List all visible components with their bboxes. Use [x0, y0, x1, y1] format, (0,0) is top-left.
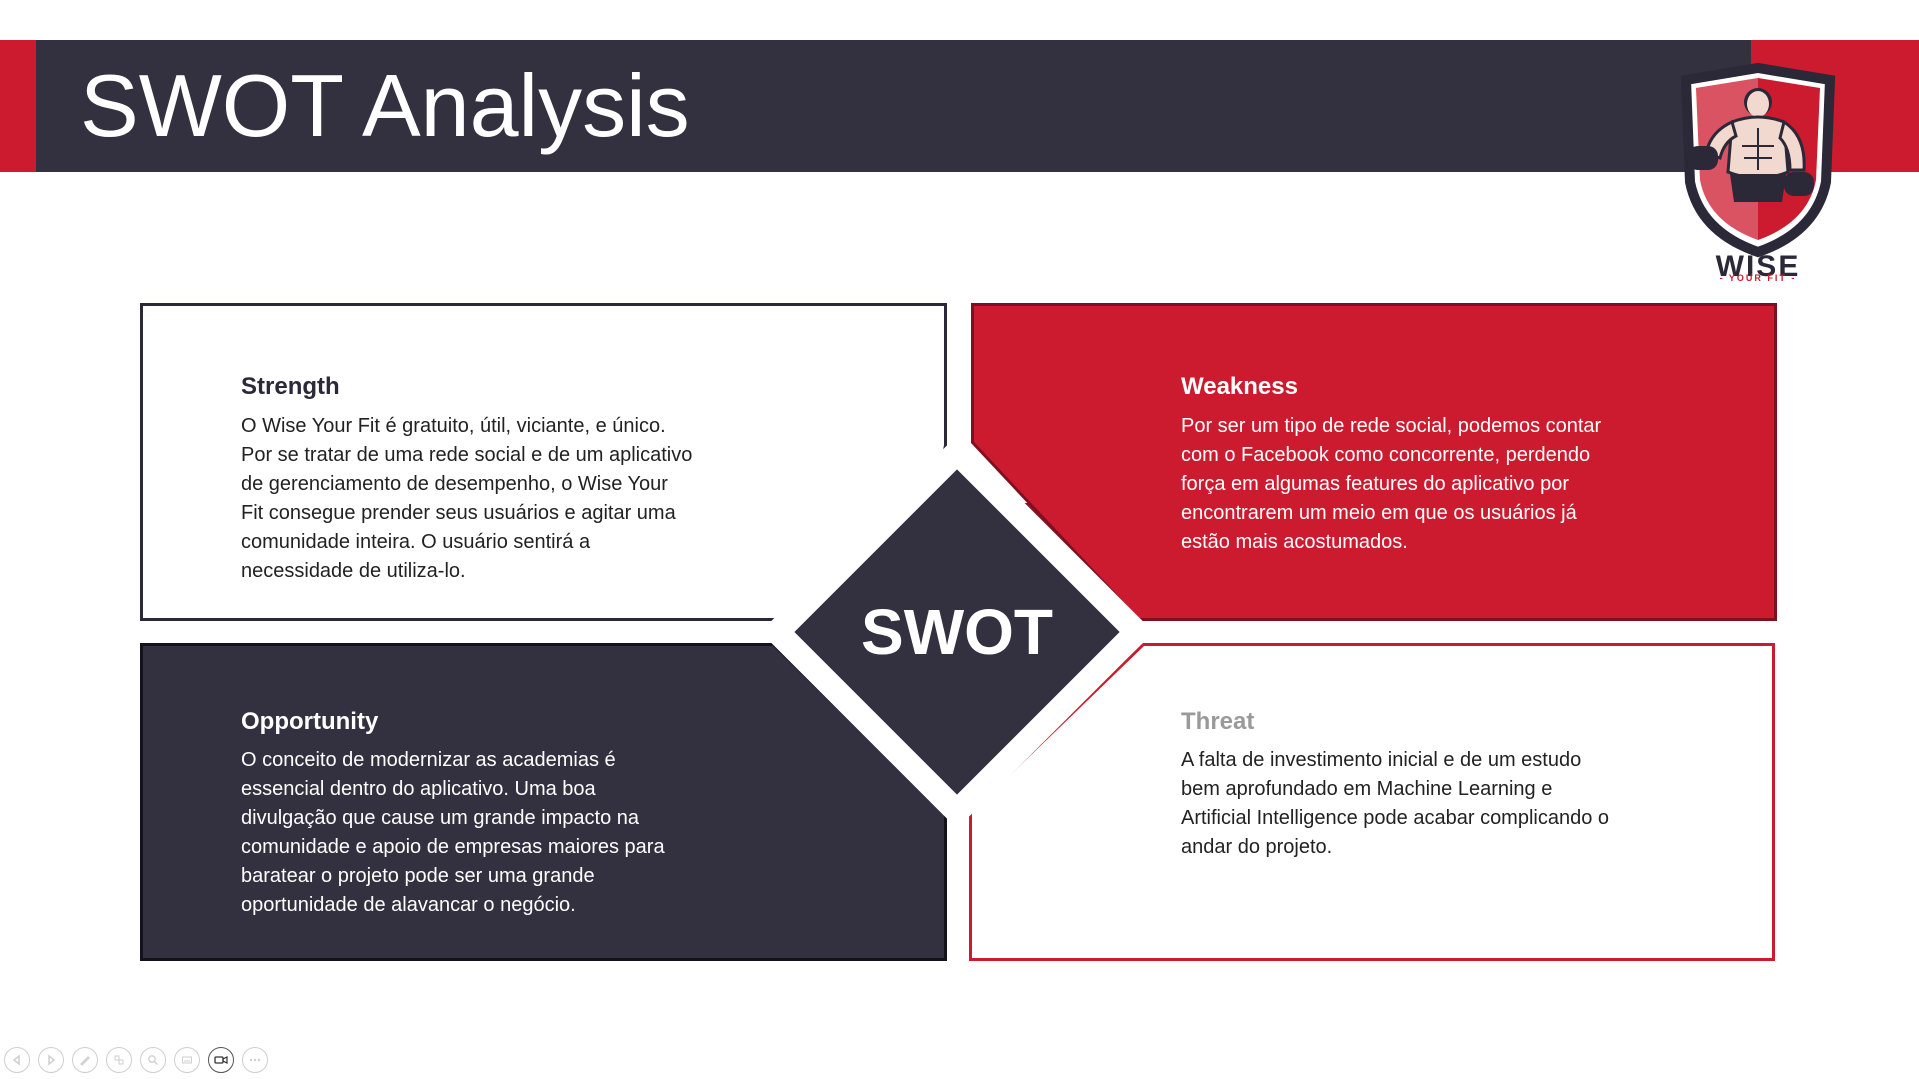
presenter-toolbar: [4, 1047, 268, 1077]
wise-your-fit-logo: WISE - YOUR FIT -: [1666, 62, 1850, 288]
threat-title: Threat: [1181, 708, 1255, 735]
banner-accent-left: [0, 40, 36, 172]
strength-title: Strength: [241, 373, 340, 400]
strength-box: [140, 303, 947, 621]
swot-center-label: SWOT: [861, 596, 1053, 668]
weakness-title: Weakness: [1181, 373, 1298, 400]
weakness-body: Por ser um tipo de rede social, podemos …: [1181, 415, 1602, 553]
previous-icon[interactable]: [4, 1047, 30, 1073]
opportunity-box: [140, 643, 947, 961]
more-icon[interactable]: [242, 1047, 268, 1073]
subtitles-icon[interactable]: [174, 1047, 200, 1073]
title-banner: [36, 40, 1751, 172]
opportunity-body: O conceito de modernizar as academias é …: [241, 749, 665, 916]
next-icon[interactable]: [38, 1047, 64, 1073]
strength-body: O Wise Your Fit é gratuito, útil, vician…: [241, 415, 693, 582]
threat-body: A falta de investimento inicial e de um …: [1181, 749, 1610, 858]
pen-icon[interactable]: [72, 1047, 98, 1073]
bodybuilder-shield-icon: [1680, 62, 1836, 258]
logo-brand: WISE: [1715, 250, 1801, 283]
slides-icon[interactable]: [106, 1047, 132, 1073]
slide-title: SWOT Analysis: [80, 56, 690, 155]
threat-box: [969, 643, 1775, 961]
logo-tagline: - YOUR FIT -: [1719, 273, 1797, 283]
opportunity-title: Opportunity: [241, 708, 379, 735]
camera-icon[interactable]: [208, 1047, 234, 1073]
zoom-icon[interactable]: [140, 1047, 166, 1073]
weakness-box: [971, 303, 1777, 621]
